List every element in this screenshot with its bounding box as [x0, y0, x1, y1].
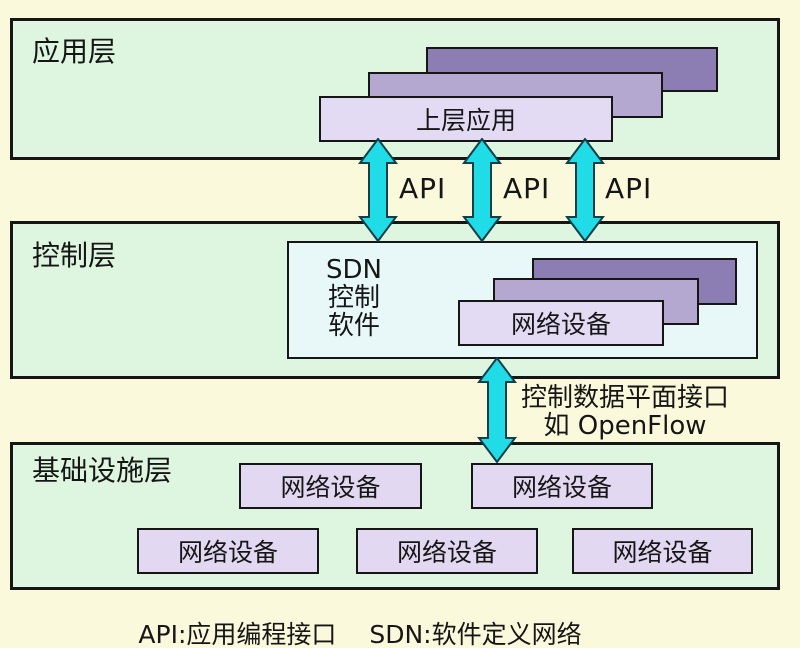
api-arrow-middle: [462, 137, 502, 243]
api-label-middle: API: [503, 172, 551, 205]
sdn-controller-label: SDN 控制 软件: [316, 256, 392, 340]
api-arrow-right: [565, 137, 605, 243]
network-device-box: 网络设备: [137, 528, 319, 574]
legend-caption: API:应用编程接口 SDN:软件定义网络: [138, 620, 582, 648]
network-device-box: 网络设备: [471, 463, 653, 509]
upper-apps-label: 上层应用: [415, 106, 516, 135]
control-data-arrow: [477, 356, 517, 464]
ctrl-network-device-box: 网络设备: [458, 300, 664, 346]
double-arrow-icon: [477, 356, 517, 464]
sdn-label-line2: 控制: [327, 283, 380, 313]
cdpi-label-line1: 控制数据平面接口: [520, 383, 729, 413]
network-device-label: 网络设备: [280, 473, 381, 502]
application-layer-label: 应用层: [32, 35, 117, 68]
upper-apps-box: 上层应用: [319, 96, 613, 142]
sdn-label-line1: SDN: [326, 255, 382, 285]
api-arrow-left: [358, 137, 398, 243]
api-label-left: API: [399, 172, 447, 205]
network-device-label: 网络设备: [612, 538, 713, 567]
infrastructure-layer-label: 基础设施层: [32, 454, 173, 487]
network-device-box: 网络设备: [239, 463, 422, 509]
api-label-right: API: [605, 172, 653, 205]
double-arrow-icon: [462, 137, 502, 243]
network-device-label: 网络设备: [511, 473, 612, 502]
ctrl-network-device-label: 网络设备: [510, 310, 611, 339]
network-device-box: 网络设备: [572, 528, 753, 574]
control-data-interface-label: 控制数据平面接口 如 OpenFlow: [505, 384, 745, 440]
network-device-label: 网络设备: [396, 538, 497, 567]
sdn-label-line3: 软件: [327, 311, 380, 341]
network-device-box: 网络设备: [356, 528, 538, 574]
control-layer-label: 控制层: [32, 239, 117, 272]
double-arrow-icon: [358, 137, 398, 243]
cdpi-label-line2: 如 OpenFlow: [543, 411, 707, 441]
double-arrow-icon: [565, 137, 605, 243]
network-device-label: 网络设备: [177, 538, 278, 567]
